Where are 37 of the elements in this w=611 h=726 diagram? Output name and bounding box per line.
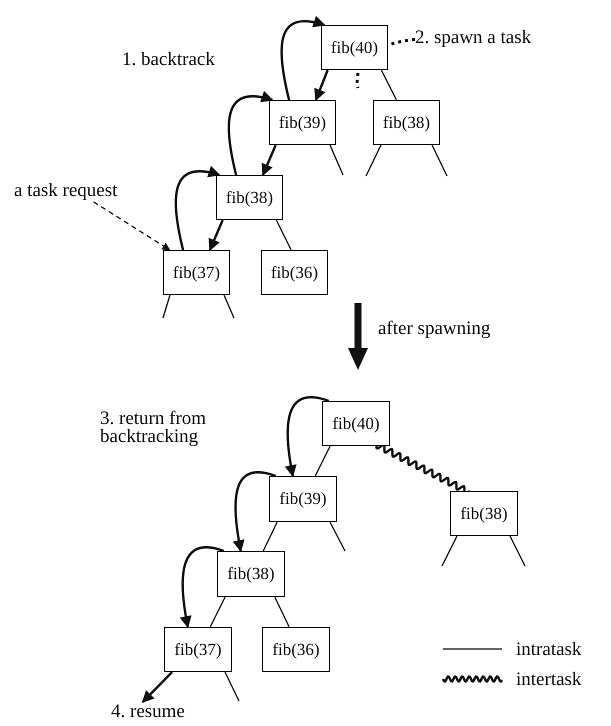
call-box: fib(39)	[269, 476, 337, 522]
call-box: fib(36)	[262, 627, 330, 672]
arrow	[180, 546, 224, 628]
call-box: fib(37)	[164, 627, 232, 672]
arrow	[285, 396, 330, 478]
tree-line	[274, 596, 290, 628]
call-box: fib(40)	[321, 25, 388, 70]
call-box: fib(40)	[322, 401, 390, 446]
step-label: after spawning	[378, 320, 490, 338]
call-box: fib(36)	[261, 250, 328, 295]
arrow	[208, 220, 224, 252]
arrow	[280, 16, 326, 100]
call-box: fib(38)	[216, 175, 283, 220]
call-box: fib(38)	[373, 100, 440, 145]
call-box: fib(39)	[269, 100, 336, 145]
arrow	[232, 471, 276, 552]
tree-line	[276, 220, 292, 250]
call-box: fib(38)	[450, 491, 518, 536]
annotation-text: 2. spawn a task	[415, 28, 532, 49]
tree-line	[210, 596, 226, 628]
tree-line	[262, 522, 278, 552]
call-box: fib(37)	[163, 250, 230, 295]
arrow	[93, 201, 170, 251]
step-label: 3. return from backtracking	[100, 410, 208, 446]
tree-line	[314, 446, 331, 476]
arrow	[174, 166, 220, 250]
arrow	[228, 91, 274, 176]
arrow	[314, 70, 329, 102]
tree-line	[380, 70, 398, 100]
arrow	[142, 671, 174, 703]
annotation-text: 4. resume	[111, 702, 185, 723]
step-label: 1. backtrack	[122, 51, 215, 70]
call-box: fib(38)	[217, 551, 285, 597]
legend-label: intertask	[516, 670, 582, 689]
arrow	[262, 144, 277, 176]
legend-label: intratask	[516, 640, 582, 659]
annotation-text: a task request	[14, 181, 118, 202]
